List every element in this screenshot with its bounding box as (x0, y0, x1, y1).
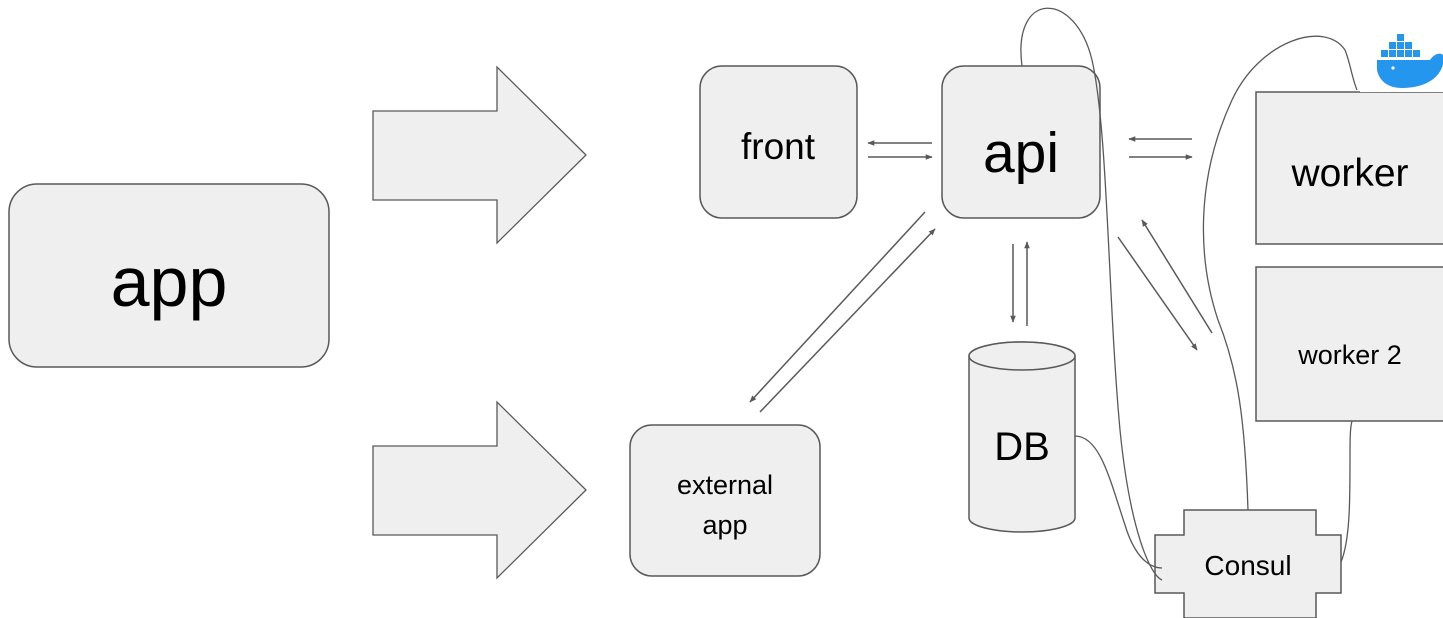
worker-2-node: worker 2 (1255, 266, 1443, 422)
connector-api-to-external-app (749, 211, 926, 403)
front-node: front (699, 65, 858, 219)
external-app-node: external app (629, 424, 821, 577)
connector-worker-2-to-api (1141, 219, 1213, 334)
consul-link-api (1020, 7, 1163, 581)
app-node: app (8, 183, 330, 368)
api-node: api (941, 65, 1101, 219)
worker-label: worker (1290, 152, 1408, 195)
consul-link-worker (1202, 35, 1358, 511)
db-label: DB (994, 425, 1050, 469)
block-arrow-to-services (372, 65, 587, 245)
worker-2-label: worker 2 (1297, 340, 1402, 370)
db-node: DB (968, 341, 1076, 533)
api-label: api (983, 121, 1059, 185)
consul-node: Consul (1154, 509, 1342, 618)
connector-external-app-to-api (759, 228, 936, 413)
app-label: app (111, 243, 228, 321)
consul-link-worker-2 (1340, 420, 1353, 563)
consul-label: Consul (1204, 550, 1291, 581)
docker-whale-icon (1360, 34, 1443, 92)
worker-node: worker (1255, 91, 1443, 245)
consul-link-db (1074, 435, 1163, 569)
front-label: front (741, 126, 816, 167)
connector-api-to-worker-2 (1117, 236, 1198, 351)
block-arrow-to-external-app (372, 400, 587, 580)
external-app-label-line2: app (702, 510, 747, 540)
external-app-label-line1: external (677, 470, 773, 500)
